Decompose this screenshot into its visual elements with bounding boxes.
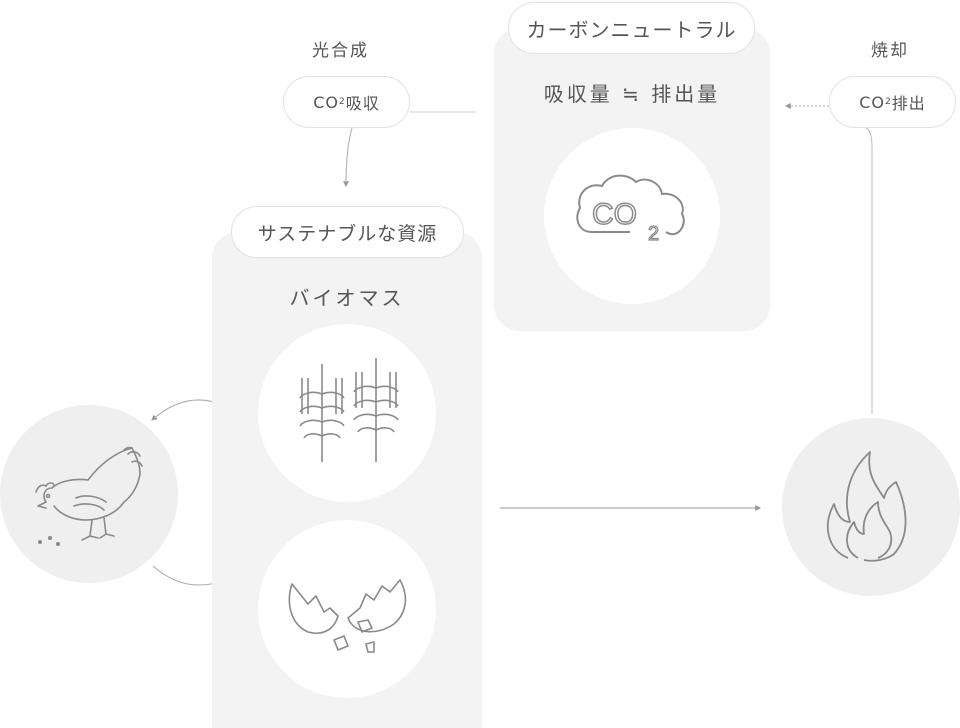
co2-emission-prefix: CO	[859, 92, 885, 112]
biomass-label: バイオマス	[289, 286, 405, 310]
chicken-icon	[35, 446, 143, 546]
co2-icon-sub: 2	[648, 223, 659, 245]
co2-icon-text: CO	[592, 198, 637, 231]
wheat-icon	[299, 358, 399, 462]
incineration-title: 焼却	[871, 41, 909, 61]
eggshell-circle	[258, 520, 436, 698]
co2-cloud-icon: CO 2	[576, 174, 685, 246]
co2-emission-suffix: 排出	[891, 94, 926, 113]
co2-emission-sub: 2	[885, 97, 892, 107]
co2-absorb-suffix: 吸収	[345, 94, 380, 113]
photosynthesis-title: 光合成	[312, 41, 369, 61]
eggshell-icon	[288, 579, 407, 653]
co2-circle	[544, 128, 720, 304]
carbon-neutral-pill: カーボンニュートラル	[508, 2, 755, 54]
chicken-circle	[0, 405, 178, 583]
balance-label: 吸収量 ≒ 排出量	[543, 82, 721, 106]
sustainable-resource-pill: サステナブルな資源	[231, 206, 464, 258]
carbon-neutral-title: カーボンニュートラル	[526, 17, 737, 42]
wheat-circle	[258, 324, 436, 502]
co2-absorb-sub: 2	[339, 97, 346, 107]
flame-icon	[826, 451, 907, 562]
co2-absorb-prefix: CO	[313, 92, 339, 112]
sustainable-resource-title: サステナブルな資源	[257, 222, 438, 245]
